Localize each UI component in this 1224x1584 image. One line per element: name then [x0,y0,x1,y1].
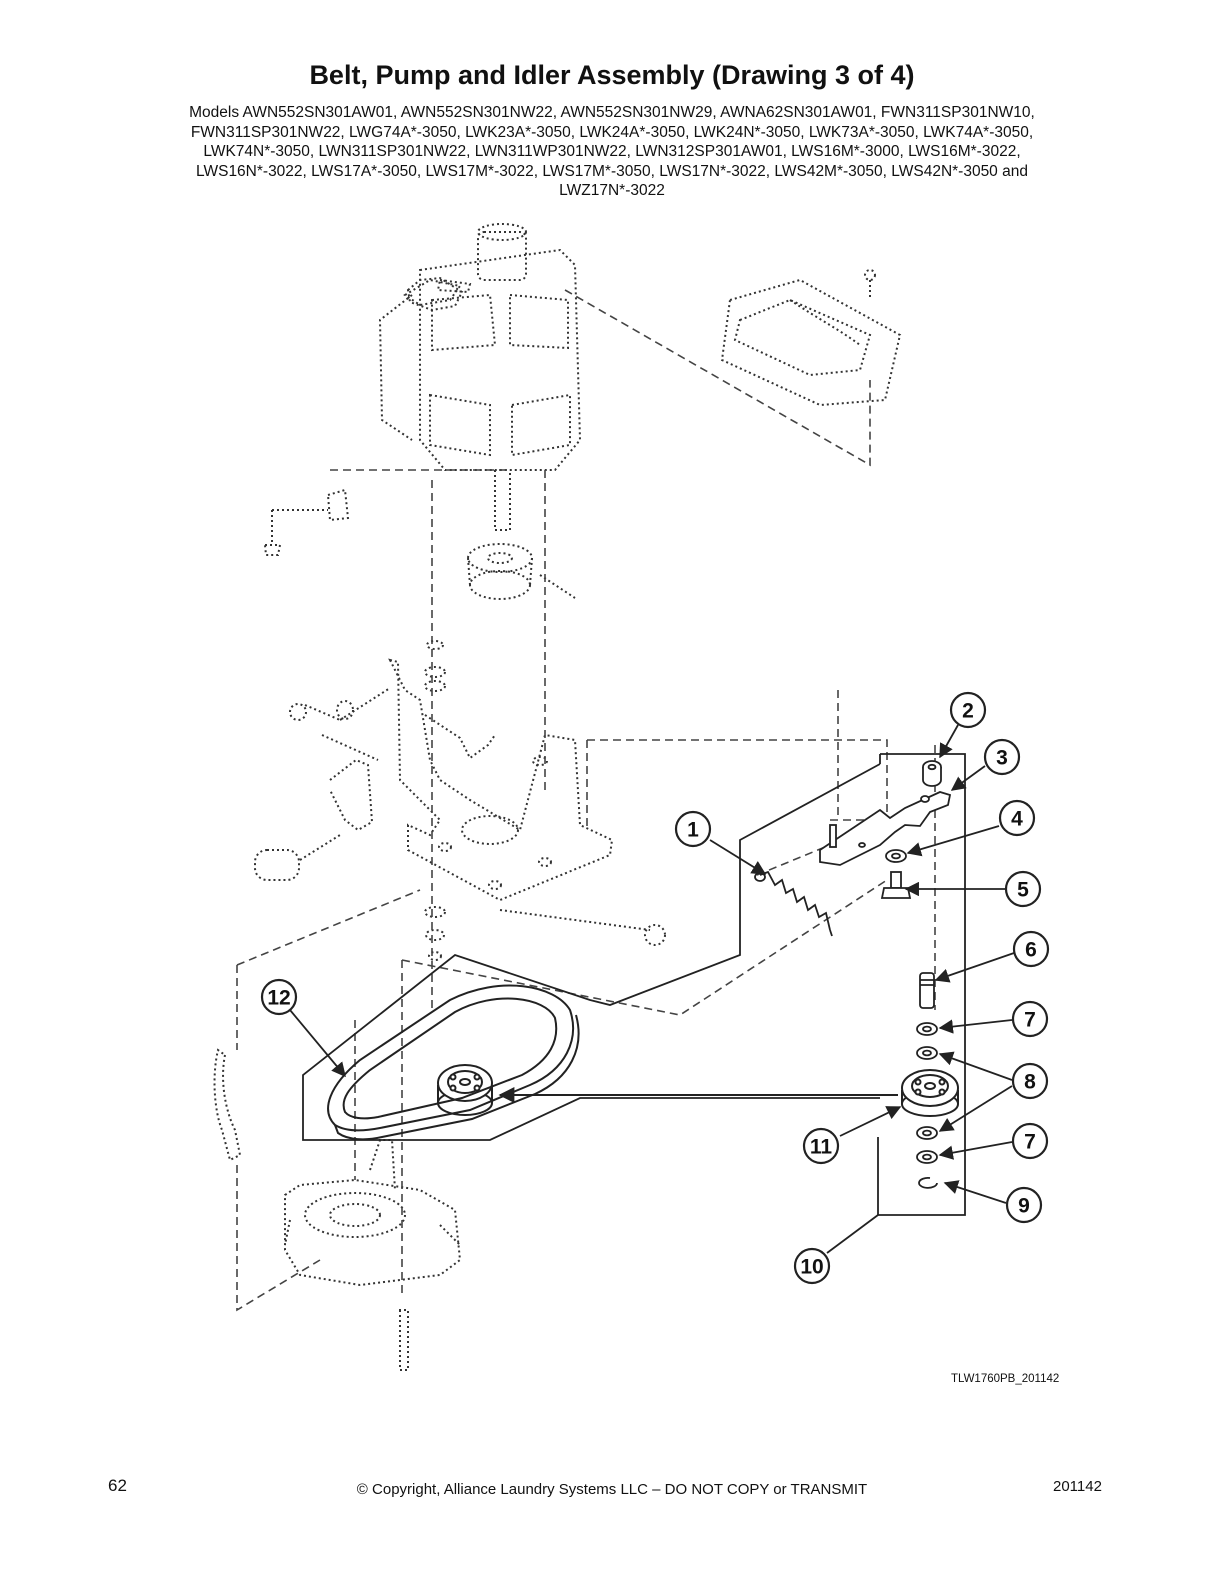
svg-text:11: 11 [810,1136,833,1159]
svg-text:9: 9 [1018,1195,1030,1218]
drain-hose-ghost [213,1048,242,1162]
document-code: 201142 [1053,1478,1102,1495]
washers-items-7-8 [916,1022,938,1164]
pump-ghost [284,1139,462,1371]
svg-text:3: 3 [996,747,1008,770]
svg-text:12: 12 [267,987,290,1010]
callout-leaders [289,724,1015,1254]
svg-text:10: 10 [800,1256,823,1279]
svg-text:5: 5 [1017,879,1029,902]
callout-9: 9 [1005,1186,1043,1224]
models-line: LWZ17N*-3022 [559,182,665,200]
svg-text:2: 2 [962,700,974,723]
screw-ghost [263,488,350,556]
assembly-leader-lines [236,289,936,1312]
callout-2: 2 [949,691,987,729]
svg-text:4: 4 [1011,808,1023,831]
idler-assembly-outline [302,753,966,1216]
mounting-bracket-ghost [254,658,666,946]
callout-11: 11 [802,1127,840,1165]
drawing-reference-code: TLW1760PB_201142 [951,1373,1060,1385]
shield-ghost [720,269,902,407]
motor-ghost [378,223,582,531]
bolt-item-5 [880,871,912,899]
callout-4: 4 [998,799,1036,837]
callout-5: 5 [1004,870,1042,908]
callout-1: 1 [674,810,712,848]
stud-item-6 [919,972,935,1009]
callout-8: 8 [1011,1062,1049,1100]
models-line: Models AWN552SN301AW01, AWN552SN301NW22,… [189,104,1035,121]
callout-10: 10 [793,1247,831,1285]
snap-ring-item-9 [918,1176,938,1189]
models-list: Models AWN552SN301AW01, AWN552SN301NW22,… [112,103,1112,201]
idler-arm-item-3 [819,791,952,866]
copyright-notice: © Copyright, Alliance Laundry Systems LL… [356,1481,868,1498]
washers-stack-ghost [424,640,548,961]
motor-pulley-ghost [467,543,576,600]
page-number: 62 [108,1476,127,1495]
callout-12: 12 [260,978,298,1016]
idler-pulley-item-11 [901,1069,959,1117]
svg-text:1: 1 [687,819,699,842]
callout-7b: 7 [1011,1122,1049,1160]
models-line: FWN311SP301NW22, LWG74A*-3050, LWK23A*-3… [190,123,1034,141]
svg-text:7: 7 [1024,1009,1036,1032]
washer-item-4 [885,849,907,863]
callout-6: 6 [1012,930,1050,968]
models-line: LWK74N*-3050, LWN311SP301NW22, LWN311WP3… [203,143,1021,161]
motor-bracket-top-clip [406,276,464,312]
svg-text:6: 6 [1025,939,1037,962]
nut-item-2 [922,760,942,787]
models-line: LWS16N*-3022, LWS17A*-3050, LWS17M*-3022… [196,162,1028,180]
callout-7a: 7 [1011,1000,1049,1038]
spring-item-1 [754,870,833,937]
page-title: Belt, Pump and Idler Assembly (Drawing 3… [309,60,915,90]
svg-text:7: 7 [1024,1131,1036,1154]
svg-text:8: 8 [1024,1071,1036,1094]
callout-3: 3 [983,738,1021,776]
